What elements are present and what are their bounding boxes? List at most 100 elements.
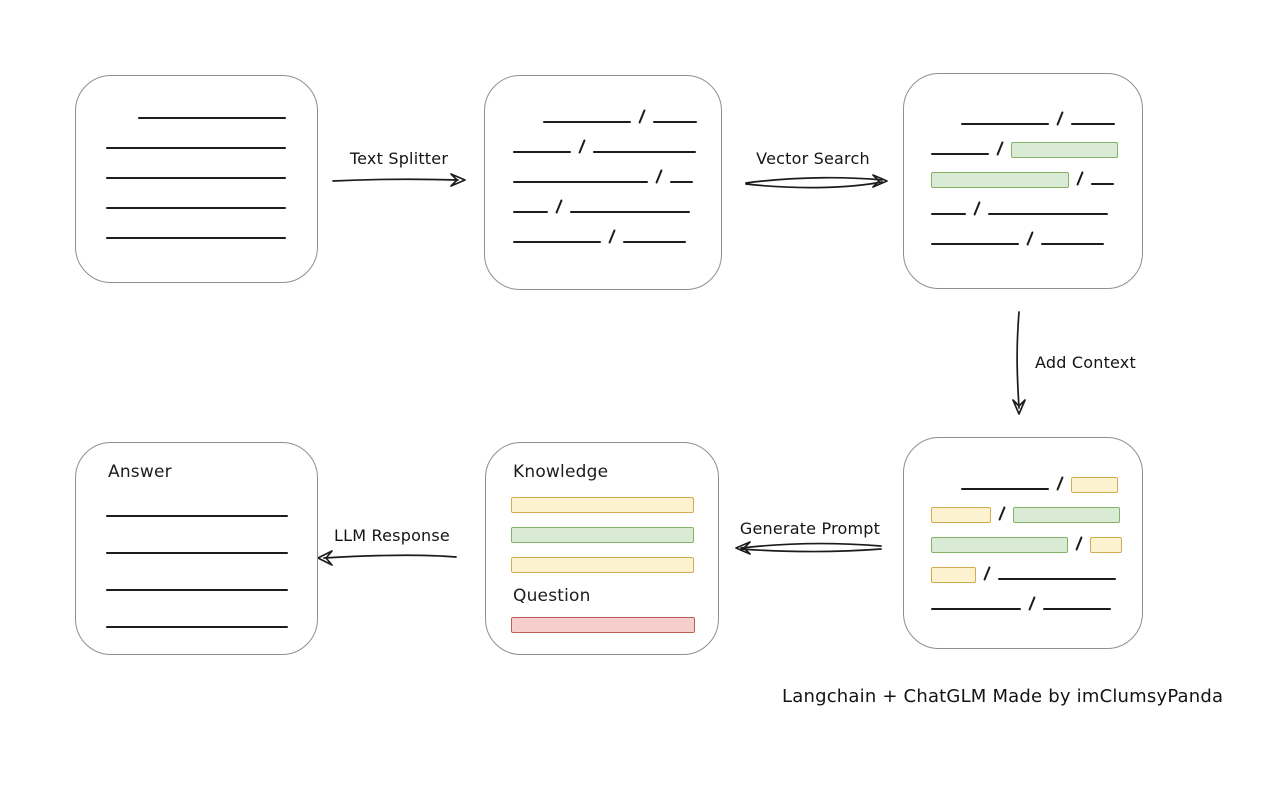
- context-chunks-box: [903, 437, 1143, 649]
- split-chunks-box: [484, 75, 722, 290]
- green-highlight-chip: [1013, 507, 1120, 523]
- chunk-row: [931, 493, 1142, 523]
- chunk-row: [106, 122, 317, 152]
- vector-matched-chunks-box: [903, 73, 1143, 289]
- slash-divider: [638, 109, 646, 124]
- text-line: [513, 241, 601, 243]
- context-chunk-lines: [904, 438, 1142, 613]
- chunk-row: [106, 182, 317, 212]
- prompt-box: Knowledge Question: [485, 442, 719, 655]
- text-line: [106, 207, 286, 209]
- green-highlight-chip: [931, 537, 1068, 553]
- chunk-row: [106, 594, 317, 631]
- chunk-row: [931, 583, 1142, 613]
- matched-chunk-lines: [904, 74, 1142, 248]
- source-document-box: [75, 75, 318, 283]
- text-line: [138, 117, 286, 119]
- slash-divider: [1076, 171, 1084, 186]
- yellow-highlight-chip: [511, 497, 694, 513]
- yellow-highlight-chip: [931, 507, 991, 523]
- text-line: [961, 123, 1049, 125]
- chunk-row: [513, 126, 721, 156]
- add-context-arrow-icon: [1012, 311, 1026, 415]
- chunk-row: [106, 557, 317, 594]
- slash-divider: [1075, 536, 1083, 551]
- text-line: [543, 121, 631, 123]
- generate-prompt-label: Generate Prompt: [739, 519, 881, 538]
- text-line: [961, 488, 1049, 490]
- text-line: [931, 608, 1021, 610]
- slash-divider: [983, 566, 991, 581]
- text-line: [931, 243, 1019, 245]
- text-line: [988, 213, 1108, 215]
- text-line: [670, 181, 693, 183]
- green-highlight-chip: [1011, 142, 1118, 158]
- answer-box: Answer: [75, 442, 318, 655]
- chunk-row: [106, 483, 317, 520]
- generate-prompt-arrow-icon: [735, 541, 882, 555]
- chunk-row: [106, 520, 317, 557]
- chunk-row: [511, 607, 718, 633]
- text-line: [106, 589, 288, 591]
- slash-divider: [608, 229, 616, 244]
- text-line: [106, 237, 286, 239]
- text-line: [998, 578, 1116, 580]
- yellow-highlight-chip: [511, 557, 694, 573]
- text-splitter-arrow-icon: [332, 173, 466, 187]
- text-line: [931, 153, 989, 155]
- chunk-row: [931, 188, 1142, 218]
- vector-search-arrow-icon: [745, 174, 888, 189]
- text-line: [1091, 183, 1114, 185]
- slash-divider: [973, 201, 981, 216]
- slash-divider: [555, 199, 563, 214]
- document-text-lines: [76, 76, 317, 242]
- split-chunk-lines: [485, 76, 721, 246]
- chunk-row: [543, 96, 721, 126]
- chunk-row: [511, 513, 718, 543]
- text-line: [513, 211, 548, 213]
- question-bar: [486, 607, 718, 633]
- chunk-row: [138, 92, 317, 122]
- red-highlight-chip: [511, 617, 695, 633]
- llm-response-label: LLM Response: [334, 526, 450, 545]
- text-line: [1041, 243, 1104, 245]
- vector-search-label: Vector Search: [756, 149, 870, 168]
- chunk-row: [106, 152, 317, 182]
- text-line: [1043, 608, 1111, 610]
- yellow-highlight-chip: [931, 567, 976, 583]
- chunk-row: [511, 543, 718, 573]
- text-line: [106, 552, 288, 554]
- chunk-row: [513, 216, 721, 246]
- text-line: [106, 177, 286, 179]
- slash-divider: [996, 141, 1004, 156]
- slash-divider: [1056, 476, 1064, 491]
- chunk-row: [961, 98, 1142, 128]
- yellow-highlight-chip: [1090, 537, 1122, 553]
- green-highlight-chip: [511, 527, 694, 543]
- question-title: Question: [513, 586, 591, 606]
- chunk-row: [961, 463, 1142, 493]
- add-context-label: Add Context: [1035, 353, 1136, 372]
- text-splitter-label: Text Splitter: [349, 149, 449, 168]
- chunk-row: [106, 212, 317, 242]
- text-line: [106, 626, 288, 628]
- chunk-row: [513, 186, 721, 216]
- knowledge-bars: [486, 483, 718, 573]
- text-line: [106, 147, 286, 149]
- slash-divider: [655, 169, 663, 184]
- text-line: [570, 211, 690, 213]
- slash-divider: [1026, 231, 1034, 246]
- text-line: [513, 181, 648, 183]
- chunk-row: [931, 158, 1142, 188]
- green-highlight-chip: [931, 172, 1069, 188]
- chunk-row: [511, 483, 718, 513]
- text-line: [513, 151, 571, 153]
- chunk-row: [931, 553, 1142, 583]
- llm-response-arrow-icon: [317, 550, 457, 566]
- text-line: [593, 151, 696, 153]
- text-line: [106, 515, 288, 517]
- slash-divider: [998, 506, 1006, 521]
- knowledge-title: Knowledge: [513, 462, 609, 482]
- chunk-row: [931, 128, 1142, 158]
